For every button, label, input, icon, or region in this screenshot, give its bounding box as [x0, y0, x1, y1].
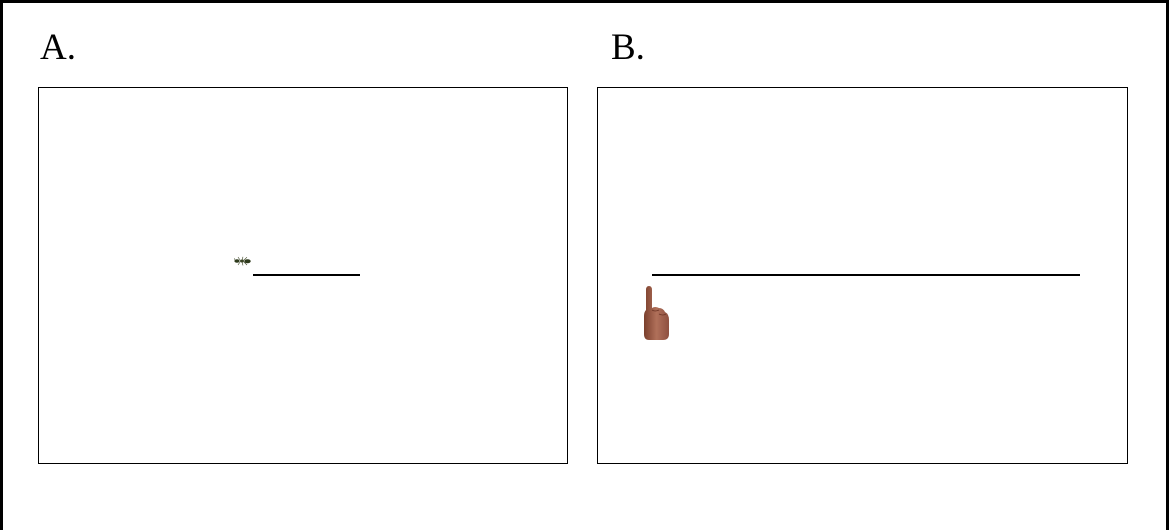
- stimulus-line-long: [652, 274, 1080, 276]
- stimulus-line-short: [253, 274, 360, 276]
- panel-a: [38, 87, 568, 464]
- panel-label-a: A.: [40, 27, 76, 68]
- ant-icon: [234, 256, 251, 266]
- panel-label-b: B.: [611, 27, 645, 68]
- pointing-finger-icon: [644, 286, 669, 340]
- panel-b: [597, 87, 1128, 464]
